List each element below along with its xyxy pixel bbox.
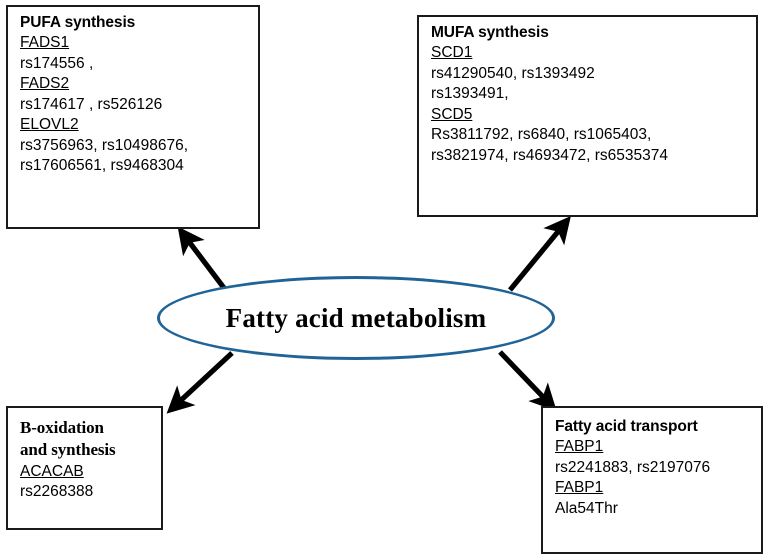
box-b-oxidation-title-line2: and synthesis <box>20 440 116 460</box>
center-node-label: Fatty acid metabolism <box>225 302 487 333</box>
box-transport-title: Fatty acid transport <box>555 418 698 435</box>
arrow-to-transport <box>498 350 557 412</box>
center-node-fatty-acid-metabolism: Fatty acid metabolism <box>157 276 555 360</box>
box-pufa-synthesis: PUFA synthesis FADS1 rs174556 , FADS2 rs… <box>6 5 260 229</box>
snp-list-elovl2-line2: rs17606561, rs9468304 <box>20 157 184 175</box>
gene-fads1: FADS1 <box>20 34 70 52</box>
box-fatty-acid-transport: Fatty acid transport FABP1 rs2241883, rs… <box>541 406 763 554</box>
arrow-to-boxidation <box>166 351 234 414</box>
gene-scd1: SCD1 <box>431 44 473 62</box>
snp-list-acacab: rs2268388 <box>20 483 94 501</box>
box-b-oxidation-and-synthesis: B-oxidation and synthesis ACACAB rs22683… <box>6 406 163 530</box>
box-pufa-title: PUFA synthesis <box>20 14 136 31</box>
box-mufa-synthesis: MUFA synthesis SCD1 rs41290540, rs139349… <box>417 15 758 217</box>
snp-list-fads1: rs174556 , <box>20 54 94 72</box>
snp-list-elovl2-line1: rs3756963, rs10498676, <box>20 136 189 154</box>
snp-list-scd5-line2: rs3821974, rs4693472, rs6535374 <box>431 146 668 164</box>
snp-list-scd1-line1: rs41290540, rs1393492 <box>431 64 595 82</box>
gene-fabp1-second: FABP1 <box>555 479 604 497</box>
gene-acacab: ACACAB <box>20 462 84 480</box>
gene-elovl2: ELOVL2 <box>20 116 79 134</box>
box-mufa-title: MUFA synthesis <box>431 24 549 41</box>
box-b-oxidation-title-line1: B-oxidation <box>20 418 104 437</box>
gene-fabp1-first: FABP1 <box>555 438 604 456</box>
arrow-to-mufa <box>507 215 571 292</box>
snp-list-fads2: rs174617 , rs526126 <box>20 95 163 113</box>
arrow-to-pufa <box>177 226 227 290</box>
snp-list-scd5-line1: Rs3811792, rs6840, rs1065403, <box>431 126 652 144</box>
snp-list-fabp1-second: Ala54Thr <box>555 499 618 517</box>
snp-list-scd1-line2: rs1393491, <box>431 85 509 103</box>
gene-scd5: SCD5 <box>431 105 473 123</box>
snp-list-fabp1-first: rs2241883, rs2197076 <box>555 458 711 476</box>
gene-fads2: FADS2 <box>20 75 70 93</box>
